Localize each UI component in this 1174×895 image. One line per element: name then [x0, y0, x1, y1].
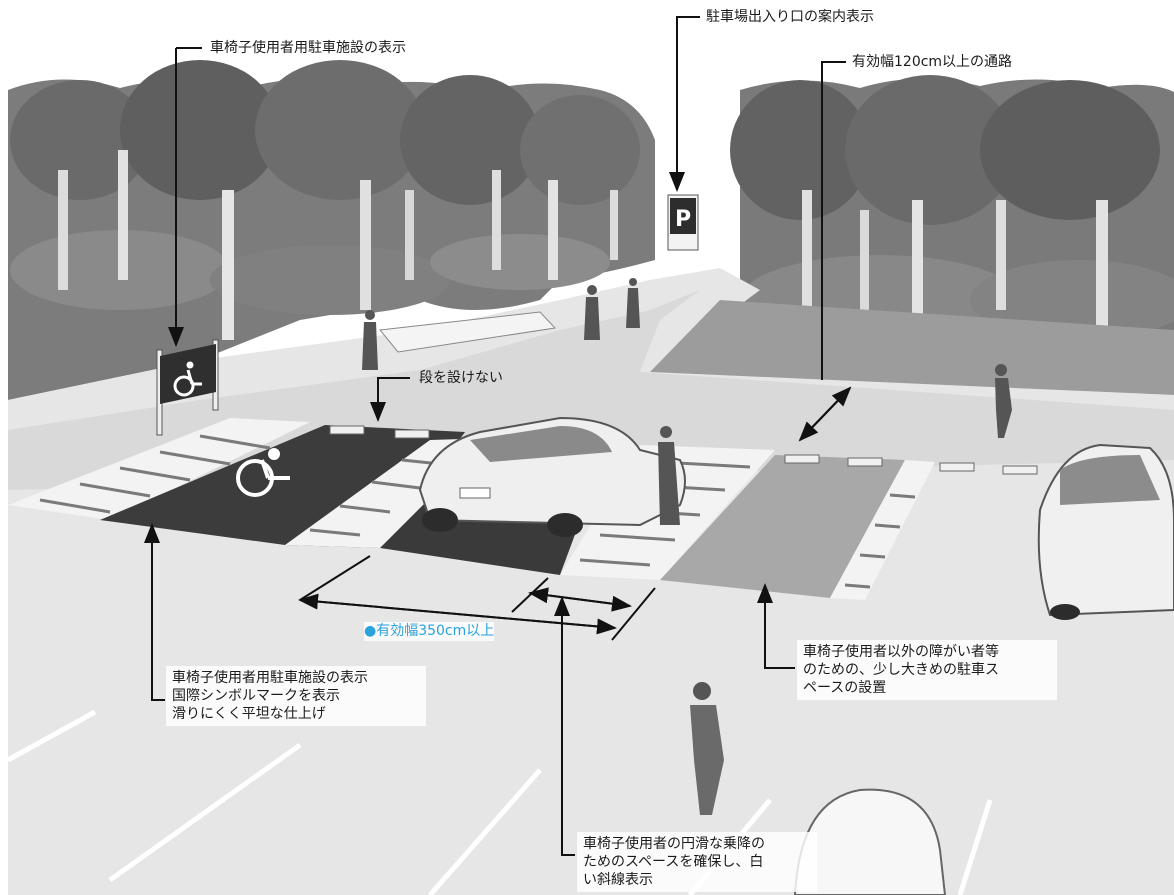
sedan-right	[1037, 443, 1174, 620]
sedan-center	[418, 416, 686, 537]
leader-aisle	[821, 61, 846, 380]
accessible-parking-sign	[156, 339, 219, 436]
callout-boarding-line-1: 車椅子使用者の円滑な乗降の	[583, 836, 765, 852]
p-sign-letter: P	[675, 207, 691, 232]
leader-entrance-sign	[669, 16, 700, 192]
larger-bay	[660, 455, 905, 598]
wheelchair-symbol-icon	[236, 448, 290, 497]
leader-surface	[144, 523, 165, 701]
sign-wheelchair-icon	[173, 361, 202, 397]
callout-larger-line-3: ペースの設置	[803, 680, 887, 696]
label-no-step: 段を設けない	[419, 370, 503, 386]
label-facility-sign: 車椅子使用者用駐車施設の表示	[210, 40, 406, 56]
callout-surface-line-3: 滑りにくく平坦な仕上げ	[172, 706, 326, 722]
planter-bench	[379, 311, 557, 353]
callout-surface: 車椅子使用者用駐車施設の表示 国際シンボルマークを表示 滑りにくく平坦な仕上げ	[166, 666, 426, 726]
callout-larger-line-2: のための、少し大きめの駐車ス	[803, 662, 999, 678]
pedestrians	[362, 278, 1012, 815]
right-lawn	[650, 300, 1174, 395]
label-entrance-sign: 駐車場出入り口の案内表示	[706, 9, 874, 25]
leader-larger-space	[757, 583, 795, 669]
label-aisle-width: 有効幅120cm以上の通路	[852, 54, 1013, 70]
leader-boarding	[554, 596, 575, 856]
entrance-p-sign: P	[667, 194, 699, 251]
callout-larger-space: 車椅子使用者以外の障がい者等 のための、少し大きめの駐車ス ペースの設置	[797, 640, 1057, 700]
callout-surface-line-1: 車椅子使用者用駐車施設の表示	[172, 670, 368, 686]
callout-larger-line-1: 車椅子使用者以外の障がい者等	[803, 644, 999, 660]
leader-no-step	[370, 377, 410, 422]
callout-surface-line-2: 国際シンボルマークを表示	[172, 688, 340, 704]
callout-boarding-line-2: ためのスペースを確保し、白	[583, 854, 764, 870]
callout-boarding-space: 車椅子使用者の円滑な乗降の ためのスペースを確保し、白 い斜線表示	[577, 832, 817, 892]
callout-boarding-line-3: い斜線表示	[583, 872, 653, 888]
label-space-width: ●有効幅350cm以上	[364, 622, 495, 641]
callout-lines	[144, 16, 852, 856]
